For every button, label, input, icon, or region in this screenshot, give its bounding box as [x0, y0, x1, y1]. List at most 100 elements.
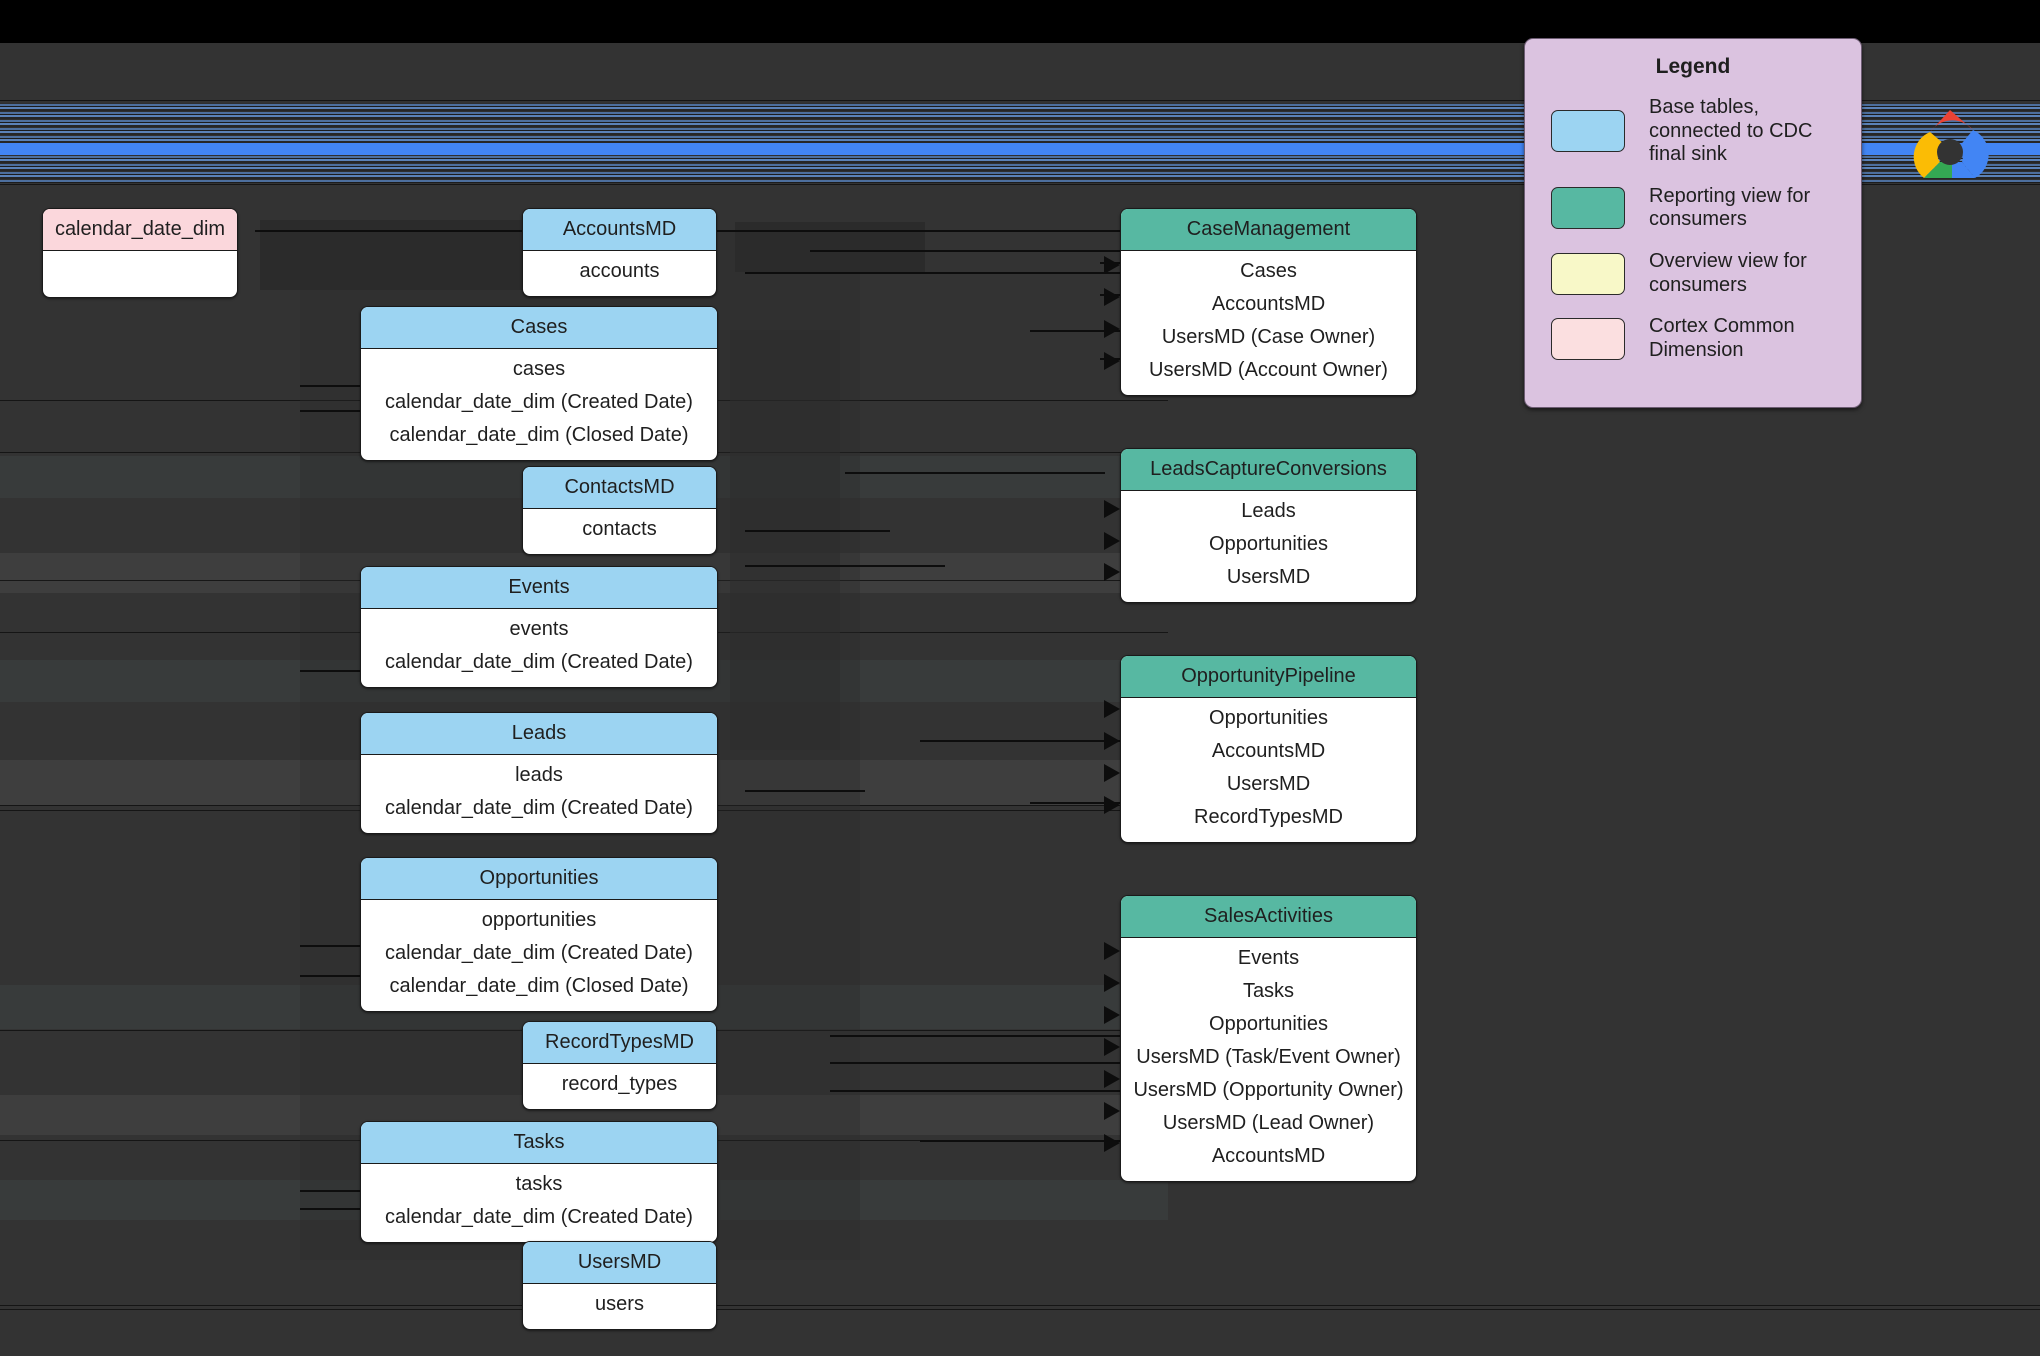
arrowhead-recordtypes-pipeline-in — [1104, 796, 1120, 814]
hairline-11 — [0, 1305, 2040, 1306]
node-row: calendar_date_dim (Created Date) — [385, 942, 693, 964]
node-usersmd[interactable]: UsersMD users — [522, 1241, 717, 1330]
hairline-12 — [0, 1309, 2040, 1310]
top-black-bar — [0, 0, 2040, 43]
node-row: users — [595, 1293, 644, 1315]
node-rows: Opportunities AccountsMD UsersMD RecordT… — [1121, 698, 1416, 842]
legend-label: Overview view for consumers — [1649, 249, 1807, 296]
edge-20 — [830, 1062, 1160, 1064]
arrowhead-opps-pipeline-in — [1104, 700, 1120, 718]
legend-item-reporting-view: Reporting view for consumers — [1525, 176, 1861, 241]
legend-item-overview-view: Overview view for consumers — [1525, 241, 1861, 306]
legend-label: Base tables, connected to CDC final sink — [1649, 96, 1813, 166]
node-title: Opportunities — [361, 858, 717, 900]
arrowhead-accountsmd-sa-in — [1104, 1134, 1120, 1152]
node-row: RecordTypesMD — [1194, 806, 1343, 828]
node-events[interactable]: Events events calendar_date_dim (Created… — [360, 566, 718, 688]
node-rows: leads calendar_date_dim (Created Date) — [361, 755, 717, 833]
node-row: UsersMD (Opportunity Owner) — [1133, 1079, 1404, 1101]
arrowhead-opps-lcc-in — [1104, 532, 1120, 550]
node-accountsmd[interactable]: AccountsMD accounts — [522, 208, 717, 297]
node-rows: tasks calendar_date_dim (Created Date) — [361, 1164, 717, 1242]
edge-6 — [1030, 330, 1160, 332]
arrowhead-usersmd-oppowner-in — [1104, 1070, 1120, 1088]
node-rows: record_types — [523, 1064, 716, 1109]
legend-item-cortex-dimension: Cortex Common Dimension — [1525, 306, 1861, 371]
node-contactsmd[interactable]: ContactsMD contacts — [522, 466, 717, 555]
node-calendar-date-dim[interactable]: calendar_date_dim — [42, 208, 238, 298]
node-row: Tasks — [1242, 980, 1295, 1002]
node-title: Leads — [361, 713, 717, 755]
legend-panel: Legend Base tables, connected to CDC fin… — [1524, 38, 1862, 408]
node-rows: Leads Opportunities UsersMD — [1121, 491, 1416, 602]
legend-label: Cortex Common Dimension — [1649, 315, 1795, 361]
legend-swatch-overview-view — [1551, 252, 1625, 295]
node-row: record_types — [561, 1073, 678, 1095]
node-leads[interactable]: Leads leads calendar_date_dim (Created D… — [360, 712, 718, 834]
node-rows: contacts — [523, 509, 716, 554]
node-row: cases — [512, 358, 566, 380]
legend-swatch-base-tables — [1551, 110, 1625, 153]
edge-21 — [830, 1090, 1160, 1092]
edge-16 — [1030, 802, 1160, 804]
node-row: UsersMD (Case Owner) — [1161, 326, 1376, 348]
node-cases[interactable]: Cases cases calendar_date_dim (Created D… — [360, 306, 718, 461]
node-row: calendar_date_dim (Created Date) — [385, 651, 693, 673]
node-row: Leads — [1241, 500, 1296, 522]
edge-4 — [745, 272, 1160, 274]
edge-19 — [830, 1035, 1160, 1037]
arrowhead-accountsmd-pipeline-in — [1104, 732, 1120, 750]
node-leadscaptureconversions[interactable]: LeadsCaptureConversions Leads Opportunit… — [1120, 448, 1417, 603]
arrowhead-usersmd-account-owner-in — [1104, 352, 1120, 370]
edge-11 — [745, 530, 890, 532]
node-title: Tasks — [361, 1122, 717, 1164]
node-row: calendar_date_dim (Created Date) — [385, 391, 693, 413]
node-row: calendar_date_dim (Closed Date) — [389, 424, 689, 446]
node-row: Events — [1237, 947, 1300, 969]
node-title: RecordTypesMD — [523, 1022, 716, 1064]
legend-title: Legend — [1655, 55, 1731, 78]
node-tasks[interactable]: Tasks tasks calendar_date_dim (Created D… — [360, 1121, 718, 1243]
node-row: calendar_date_dim (Created Date) — [385, 797, 693, 819]
node-row: calendar_date_dim (Closed Date) — [389, 975, 689, 997]
node-casemanagement[interactable]: CaseManagement Cases AccountsMD UsersMD … — [1120, 208, 1417, 396]
node-title: UsersMD — [523, 1242, 716, 1284]
arrowhead-events-sa-in — [1104, 942, 1120, 960]
node-row: Opportunities — [1209, 1013, 1328, 1035]
arrowhead-usersmd-taskevent-in — [1104, 1038, 1120, 1056]
hairline-1 — [0, 100, 2040, 101]
node-rows: Cases AccountsMD UsersMD (Case Owner) Us… — [1121, 251, 1416, 395]
node-rows: users — [523, 1284, 716, 1329]
artifact-block-4 — [730, 330, 840, 750]
node-row: UsersMD (Account Owner) — [1149, 359, 1388, 381]
node-title: Cases — [361, 307, 717, 349]
node-row: Opportunities — [1209, 707, 1328, 729]
edge-10 — [845, 472, 1105, 474]
node-row: AccountsMD — [1211, 740, 1326, 762]
arrowhead-cases-in — [1104, 256, 1120, 274]
node-recordtypesmd[interactable]: RecordTypesMD record_types — [522, 1021, 717, 1110]
arrowhead-usersmd-leadowner-in — [1104, 1102, 1120, 1120]
arrowhead-accountsmd-in — [1104, 288, 1120, 306]
node-row: tasks — [515, 1173, 563, 1195]
node-rows: events calendar_date_dim (Created Date) — [361, 609, 717, 687]
node-row: calendar_date_dim (Created Date) — [385, 1206, 693, 1228]
arrowhead-usersmd-pipeline-in — [1104, 764, 1120, 782]
node-rows: cases calendar_date_dim (Created Date) c… — [361, 349, 717, 460]
node-title: SalesActivities — [1121, 896, 1416, 938]
legend-item-base-tables: Base tables, connected to CDC final sink — [1525, 87, 1861, 176]
node-title: OpportunityPipeline — [1121, 656, 1416, 698]
node-opportunities[interactable]: Opportunities opportunities calendar_dat… — [360, 857, 718, 1012]
google-cloud-logo — [1900, 100, 2000, 200]
node-title: AccountsMD — [523, 209, 716, 251]
hairline-2 — [0, 184, 2040, 185]
node-row: Opportunities — [1209, 533, 1328, 555]
arrowhead-leads-in — [1104, 500, 1120, 518]
legend-swatch-reporting-view — [1551, 187, 1625, 230]
node-rows — [43, 251, 237, 297]
node-row: UsersMD — [1226, 566, 1311, 588]
node-opportunitypipeline[interactable]: OpportunityPipeline Opportunities Accoun… — [1120, 655, 1417, 843]
node-salesactivities[interactable]: SalesActivities Events Tasks Opportuniti… — [1120, 895, 1417, 1182]
node-title: Events — [361, 567, 717, 609]
